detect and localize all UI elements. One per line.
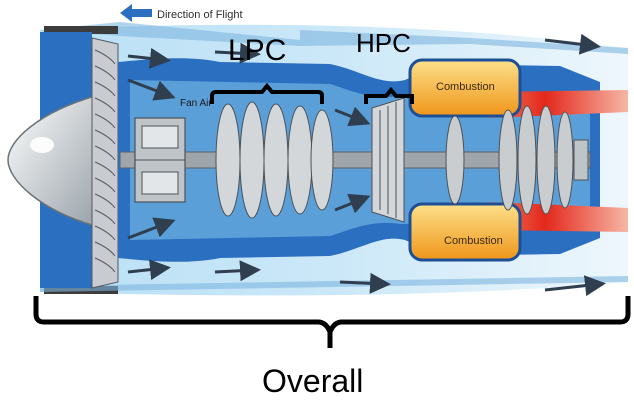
airflow-arrows <box>127 33 606 297</box>
overall-brace <box>33 296 631 339</box>
hpc-bracket <box>364 86 414 104</box>
top-cowling <box>40 22 628 54</box>
exhaust-plug <box>573 139 589 181</box>
lpc-stages <box>215 101 334 219</box>
hpc-stages <box>371 97 405 223</box>
fan-air-label: Fan Air <box>180 98 212 109</box>
lpc-label: LPC <box>228 34 286 67</box>
lpc-bracket <box>210 82 324 104</box>
direction-arrow-icon <box>120 4 152 22</box>
gearbox <box>134 117 186 203</box>
combustion-top-label: Combustion <box>436 81 495 93</box>
bottom-cowling <box>40 276 628 292</box>
overall-label: Overall <box>262 363 363 399</box>
hpc-label: HPC <box>356 28 411 58</box>
combustor-top <box>408 58 522 118</box>
combustion-bottom-label: Combustion <box>444 235 503 247</box>
combustor-bottom <box>408 202 522 262</box>
nose-cone <box>7 95 96 227</box>
fan <box>91 37 119 289</box>
top-casing <box>44 26 118 34</box>
direction-label: Direction of Flight <box>157 9 243 21</box>
nose-highlight <box>30 137 54 153</box>
turbine-stages <box>445 105 574 215</box>
